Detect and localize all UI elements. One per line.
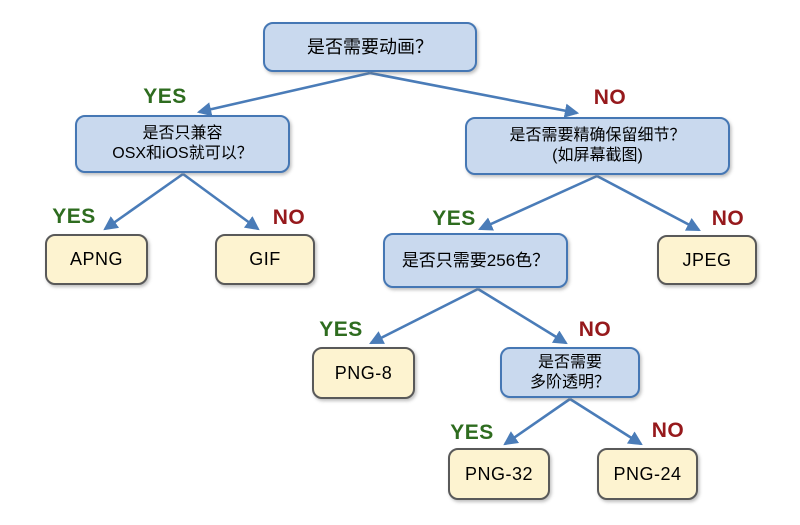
node-question-animation: 是否需要动画？ — [263, 22, 477, 72]
edge-animation-yes-compat — [196, 71, 371, 117]
yes-label-compat: YES — [52, 205, 96, 228]
node-result-png32-label: PNG-32 — [464, 463, 534, 484]
yes-label-256-colors: YES — [319, 318, 363, 341]
node-result-jpeg: JPEG — [657, 235, 757, 285]
edge-alpha-yes-png32 — [503, 397, 571, 446]
node-question-multilevel-transparency-label: 是否需要 多阶透明？ — [529, 353, 610, 391]
edge-compat-yes-apng — [103, 172, 184, 231]
edge-detail-yes-colors256 — [478, 174, 598, 231]
node-result-png24-label: PNG-24 — [613, 463, 682, 484]
node-question-multilevel-transparency: 是否需要 多阶透明？ — [500, 347, 640, 398]
edge-colors256-no-alpha — [477, 287, 568, 345]
node-result-png24: PNG-24 — [597, 448, 698, 500]
node-question-osx-ios-compat-label: 是否只兼容 OSX和iOS就可以？ — [112, 125, 253, 162]
node-question-preserve-detail-label: 是否需要精确保留细节？ (如屏幕截图) — [509, 127, 686, 164]
yes-label-animation: YES — [143, 85, 187, 108]
node-result-png8-label: PNG-8 — [334, 362, 393, 383]
no-label-256-colors: NO — [578, 318, 612, 341]
no-label-detail: NO — [711, 207, 745, 230]
node-question-animation-label: 是否需要动画？ — [307, 36, 433, 57]
yes-label-detail: YES — [432, 207, 476, 230]
node-result-apng: APNG — [45, 234, 148, 285]
no-label-compat: NO — [272, 206, 306, 229]
node-result-png32: PNG-32 — [448, 448, 550, 500]
node-question-256-colors-label: 是否只需要256色？ — [401, 250, 550, 270]
yes-label-transparency: YES — [450, 421, 494, 444]
node-result-jpeg-label: JPEG — [682, 249, 732, 270]
node-result-png8: PNG-8 — [312, 347, 415, 399]
edge-animation-no-detail — [369, 71, 580, 118]
edge-colors256-yes-png8 — [369, 287, 479, 345]
node-question-preserve-detail: 是否需要精确保留细节？ (如屏幕截图) — [465, 117, 730, 175]
node-question-osx-ios-compat: 是否只兼容 OSX和iOS就可以？ — [75, 115, 290, 173]
no-label-animation: NO — [593, 86, 627, 109]
node-result-gif: GIF — [215, 234, 315, 285]
edge-compat-no-gif — [182, 172, 260, 231]
node-result-apng-label: APNG — [69, 249, 123, 270]
edge-detail-no-jpeg — [596, 174, 701, 232]
node-result-gif-label: GIF — [249, 249, 281, 270]
node-question-256-colors: 是否只需要256色？ — [383, 233, 568, 288]
no-label-transparency: NO — [651, 419, 685, 442]
edge-alpha-no-png24 — [569, 397, 643, 446]
